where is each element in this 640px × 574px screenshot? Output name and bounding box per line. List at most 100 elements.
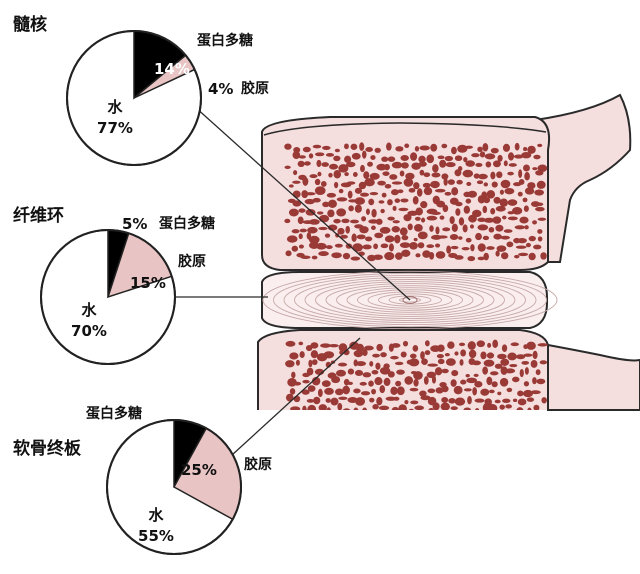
upper-bone-blob-234 xyxy=(341,218,350,224)
endplate-title: 软骨终板 xyxy=(13,439,81,459)
lower-bone-blob-118 xyxy=(321,380,331,387)
upper-bone-blob-195 xyxy=(499,198,508,207)
lower-bone-blob-148 xyxy=(334,388,344,396)
lower-bone-blob-57 xyxy=(285,360,295,368)
upper-bone-blob-15 xyxy=(419,145,430,151)
upper-bone-blob-241 xyxy=(403,214,412,222)
lower-bone-blob-176 xyxy=(330,397,339,406)
upper-bone-blob-115 xyxy=(292,180,301,184)
upper-bone-blob-95 xyxy=(369,172,380,180)
lower-bone-blob-122 xyxy=(359,381,367,386)
lower-bone-blob-130 xyxy=(431,375,437,384)
upper-bone-blob-353 xyxy=(384,252,395,261)
upper-bone-blob-232 xyxy=(318,214,330,223)
upper-bone-blob-355 xyxy=(401,249,411,257)
upper-bone-blob-30 xyxy=(298,155,306,159)
upper-bone-blob-342 xyxy=(285,250,292,257)
upper-bone-blob-64 xyxy=(346,161,356,168)
upper-bone-blob-61 xyxy=(321,162,329,167)
upper-bone-blob-74 xyxy=(439,159,447,168)
lower-bone-blob-56 xyxy=(532,350,538,360)
upper-bone-blob-85 xyxy=(537,164,548,172)
upper-bone-blob-245 xyxy=(439,215,445,220)
upper-bone-blob-312 xyxy=(528,235,536,242)
lower-bone-blob-52 xyxy=(497,353,507,360)
upper-bone-blob-26 xyxy=(523,147,528,152)
upper-bone-blob-260 xyxy=(318,226,328,231)
lower-bone-blob-40 xyxy=(390,355,399,360)
upper-bone-blob-349 xyxy=(350,256,361,261)
upper-bone-blob-127 xyxy=(403,178,414,187)
lower-bone-blob-102 xyxy=(434,367,443,376)
lower-bone-blob-157 xyxy=(419,390,427,397)
upper-bone-blob-352 xyxy=(372,254,383,260)
lower-bone-blob-170 xyxy=(530,390,541,395)
lower-bone-blob-158 xyxy=(427,388,436,394)
upper-bone-blob-235 xyxy=(349,219,359,224)
upper-bone-blob-33 xyxy=(325,153,335,157)
lower-bone-blob-185 xyxy=(410,400,419,405)
lower-bone-blob-27 xyxy=(526,341,536,350)
upper-bone-blob-217 xyxy=(442,204,449,213)
upper-bone-blob-59 xyxy=(304,161,311,166)
upper-bone-blob-196 xyxy=(507,199,518,206)
endplate-pie-rim xyxy=(106,419,242,555)
endplate-leader-line xyxy=(231,337,361,456)
lower-bone-blob-149 xyxy=(342,385,350,395)
lower-bone-blob-33 xyxy=(323,351,335,359)
lower-bone-blob-38 xyxy=(372,353,380,358)
lower-bone-blob-183 xyxy=(393,396,400,401)
upper-bone-blob-176 xyxy=(327,199,337,209)
upper-bone-blob-169 xyxy=(524,187,535,195)
upper-bone-blob-159 xyxy=(434,188,446,193)
lower-bone-blob-19 xyxy=(458,342,466,347)
lower-bone-blob-190 xyxy=(454,397,466,406)
lower-bone-blob-133 xyxy=(460,379,467,385)
lower-bone-blob-79 xyxy=(483,359,495,367)
lower-bone-blob-150 xyxy=(353,388,361,394)
lower-bone-blob-204 xyxy=(326,407,332,410)
upper-bone-blob-306 xyxy=(475,232,482,241)
upper-bone-blob-133 xyxy=(456,179,463,185)
upper-bone-blob-203 xyxy=(317,211,324,215)
upper-bone-blob-299 xyxy=(413,237,418,242)
upper-bone-blob-292 xyxy=(351,233,357,242)
upper-bone-blob-279 xyxy=(488,226,495,233)
lower-bone-blob-104 xyxy=(451,370,459,377)
lower-bone-blob-127 xyxy=(404,376,413,385)
upper-bone-blob-36 xyxy=(351,152,361,160)
upper-bone-blob-3 xyxy=(312,144,322,149)
upper-bone-blob-154 xyxy=(391,189,399,196)
lower-bone-blob-194 xyxy=(494,399,501,404)
upper-bone-blob-52 xyxy=(497,154,503,162)
lower-bone-blob-95 xyxy=(371,369,379,375)
upper-bone-blob-149 xyxy=(347,190,353,199)
upper-bone-blob-146 xyxy=(314,186,326,195)
upper-bone-blob-182 xyxy=(387,199,393,206)
upper-bone-blob-193 xyxy=(483,196,491,204)
upper-bone-blob-48 xyxy=(463,157,468,163)
upper-bone-blob-284 xyxy=(537,229,543,234)
lower-bone-blob-91 xyxy=(336,369,346,377)
upper-bone-blob-368 xyxy=(518,252,529,257)
upper-bone-blob-66 xyxy=(367,161,373,167)
upper-bone-blob-150 xyxy=(354,187,363,194)
upper-bone-blob-200 xyxy=(288,208,299,217)
nucleus-collagen-label: 胶原 xyxy=(241,81,269,97)
upper-bone-blob-28 xyxy=(537,143,543,148)
upper-bone-blob-270 xyxy=(407,223,413,231)
upper-bone-blob-101 xyxy=(423,172,431,178)
upper-bone-blob-204 xyxy=(327,209,335,218)
upper-bone-blob-71 xyxy=(411,162,421,170)
lower-bone-blob-49 xyxy=(468,349,477,359)
upper-bone-blob-225 xyxy=(512,206,523,215)
upper-bone-blob-231 xyxy=(309,219,320,225)
upper-bone-blob-144 xyxy=(301,190,309,199)
upper-bone-blob-114 xyxy=(288,184,294,188)
upper-bone-blob-359 xyxy=(435,251,446,259)
upper-bone-blob-165 xyxy=(486,190,496,199)
upper-bone-blob-249 xyxy=(477,217,486,223)
upper-bone-blob-289 xyxy=(324,233,331,238)
upper-bone-blob-233 xyxy=(333,218,341,224)
upper-bone-blob-192 xyxy=(477,195,486,204)
